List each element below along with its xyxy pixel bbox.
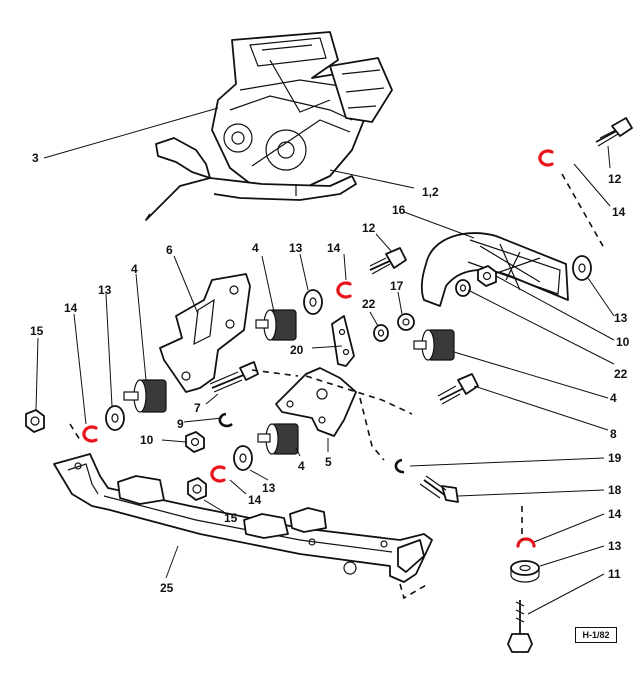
part-4-mount-right [413,329,455,361]
part-13-washers [105,255,592,583]
label-4-low: 4 [298,459,305,473]
part-nuts [25,265,497,501]
label-18: 18 [608,483,622,497]
label-13-top: 13 [289,241,303,255]
part-4-mount-top [255,309,297,341]
label-17: 17 [390,279,404,293]
label-14-left: 14 [64,301,78,315]
label-12-mid: 12 [362,221,376,235]
drawing-reference-stamp: H-1/82 [575,627,617,643]
label-11: 11 [608,567,621,581]
label-9: 9 [177,417,184,431]
label-22-right: 22 [614,367,628,381]
label-14-mid: 14 [327,241,341,255]
label-14-top: 14 [612,205,626,219]
label-5: 5 [325,455,332,469]
label-14-br: 14 [608,507,622,521]
label-20: 20 [290,343,304,357]
label-13-br: 13 [608,539,622,553]
label-7: 7 [194,401,201,415]
dashed-alignment-lines [69,173,605,600]
part-20-tab [331,315,355,367]
label-10-left: 10 [140,433,154,447]
label-25: 25 [160,581,174,595]
label-13-right: 13 [614,311,628,325]
label-12-top: 12 [608,172,622,186]
part-6-bracket [159,273,251,393]
part-14-red-clips [82,149,554,548]
label-4-left: 4 [131,262,138,276]
part-circlips-black [218,412,405,474]
part-5-bracket [275,367,357,437]
engine-illustration [145,31,393,221]
label-4-top: 4 [252,241,259,255]
part-4-mount-low [257,423,299,455]
label-14-low: 14 [248,493,262,507]
label-3: 3 [32,151,39,165]
label-13-left: 13 [98,283,112,297]
part-16-hanger-bracket [420,232,569,307]
part-bolts [209,117,633,653]
part-number-labels: 3 1,2 12 14 16 12 14 13 4 6 4 13 14 15 2… [30,151,630,595]
label-1-2: 1,2 [422,185,439,199]
label-4-right: 4 [610,391,617,405]
label-13-low: 13 [262,481,276,495]
label-15-low: 15 [224,511,238,525]
leader-lines [35,107,615,615]
part-25-crossmember [53,453,433,583]
part-4-mount-left [123,379,167,413]
label-22-mid: 22 [362,297,376,311]
label-19: 19 [608,451,622,465]
label-10-right: 10 [616,335,630,349]
label-8: 8 [610,427,617,441]
label-16: 16 [392,203,406,217]
label-6: 6 [166,243,173,257]
label-15-left: 15 [30,324,44,338]
